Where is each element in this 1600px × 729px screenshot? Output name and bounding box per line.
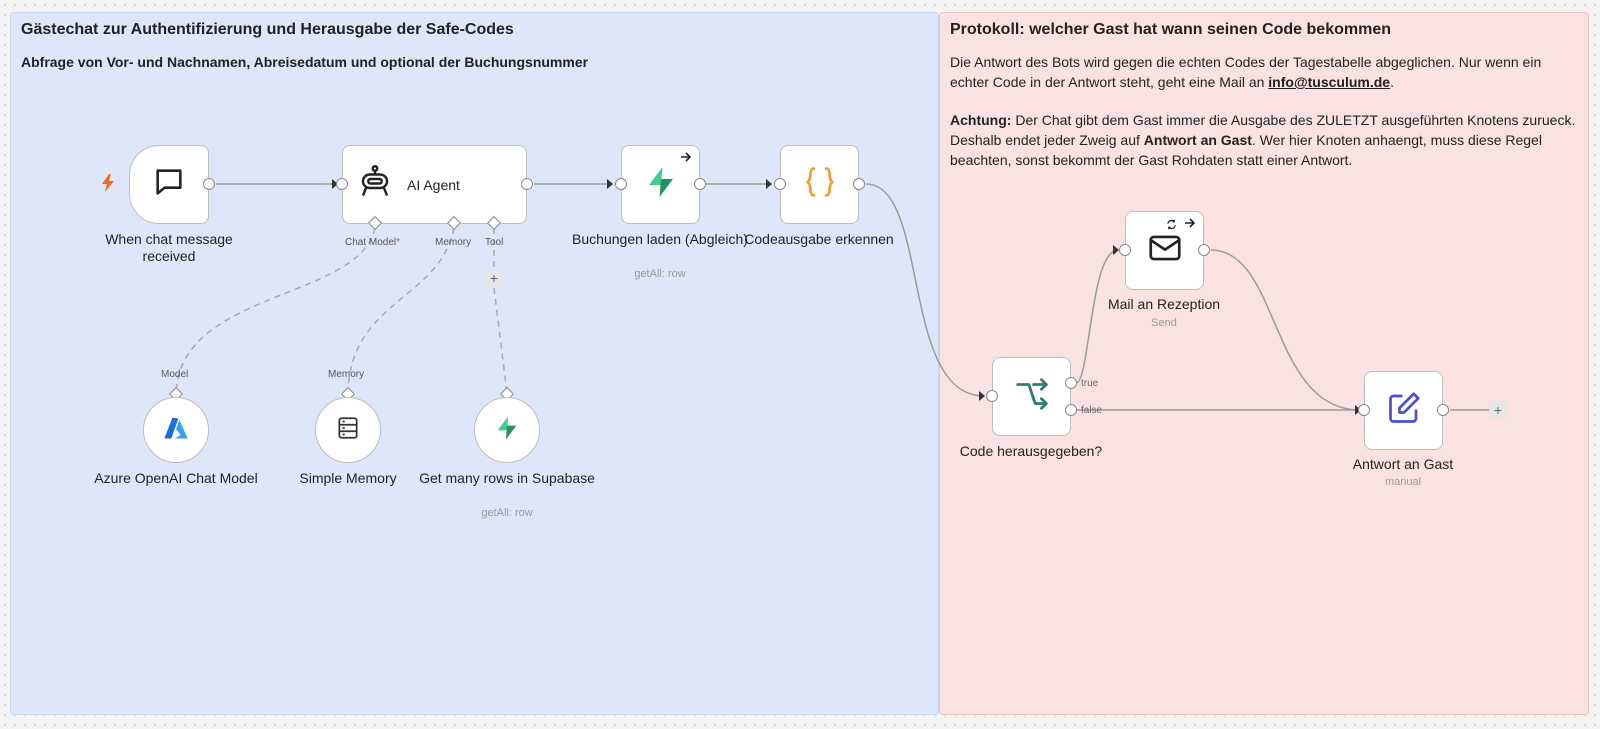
node-azure-openai[interactable] xyxy=(143,397,209,463)
port-label-memory: Memory xyxy=(435,237,472,248)
add-tool-button[interactable]: + xyxy=(485,269,503,287)
node-if-code-herausgegeben[interactable] xyxy=(992,357,1071,436)
connection-mail-antwort xyxy=(1210,249,1361,411)
node-label: Codeausgabe erkennen xyxy=(744,231,894,247)
sticky-note-right[interactable]: Protokoll: welcher Gast hat wann seinen … xyxy=(939,12,1589,715)
node-buchungen-laden[interactable] xyxy=(621,145,700,224)
node-supabase-tool[interactable] xyxy=(474,397,540,463)
sticky-right-title: Protokoll: welcher Gast hat wann seinen … xyxy=(950,21,1391,38)
output-port[interactable] xyxy=(521,178,533,190)
required-mark: * xyxy=(396,237,401,248)
retry-icon xyxy=(1166,217,1177,235)
input-port[interactable] xyxy=(615,178,627,190)
arrow-right-icon xyxy=(680,150,692,168)
mail-icon xyxy=(1146,229,1184,272)
node-label: Code herausgegeben? xyxy=(959,443,1103,459)
node-label: Antwort an Gast xyxy=(1352,456,1454,472)
arrow-head xyxy=(979,391,985,401)
node-label: Mail an Rezeption xyxy=(1107,296,1221,312)
output-port[interactable] xyxy=(694,178,706,190)
port-label-model: Model xyxy=(161,369,189,380)
output-port[interactable] xyxy=(1198,244,1210,256)
node-sublabel: Send xyxy=(1151,317,1177,329)
input-port[interactable] xyxy=(336,178,348,190)
output-port[interactable] xyxy=(203,178,215,190)
node-codeausgabe[interactable] xyxy=(780,145,859,224)
paragraph-text: . Wer hier Knoten anhaengt, muss diese R… xyxy=(950,132,1542,168)
node-mail-rezeption[interactable] xyxy=(1125,211,1204,290)
output-port-false[interactable] xyxy=(1065,404,1077,416)
branch-label-false: false xyxy=(1081,405,1103,416)
input-port[interactable] xyxy=(774,178,786,190)
output-port[interactable] xyxy=(853,178,865,190)
arrow-head xyxy=(607,179,613,189)
robot-icon xyxy=(357,164,393,205)
sticky-note-left[interactable]: Gästechat zur Authentifizierung und Hera… xyxy=(10,12,939,715)
paragraph-end: . xyxy=(1390,74,1394,90)
node-label: Get many rows in Supabase xyxy=(419,470,595,486)
port-label-memory-sub: Memory xyxy=(328,369,365,380)
input-port[interactable] xyxy=(1358,404,1370,416)
edit-icon xyxy=(1386,390,1422,431)
connection-tool-supabase xyxy=(493,287,508,394)
node-label: Azure OpenAI Chat Model xyxy=(94,470,258,486)
arrow-right-icon xyxy=(1184,216,1196,234)
branch-label-true: true xyxy=(1081,378,1099,389)
node-label: When chat message received xyxy=(105,231,233,264)
trigger-bolt-icon xyxy=(101,174,115,192)
email-link[interactable]: info@tusculum.de xyxy=(1268,74,1391,90)
node-chat-trigger[interactable] xyxy=(129,145,209,224)
connection-azure-model xyxy=(175,227,376,394)
database-icon xyxy=(335,415,361,446)
sticky-right-paragraph-1: Die Antwort des Bots wird gegen die echt… xyxy=(950,52,1570,92)
node-ai-agent[interactable]: AI Agent xyxy=(342,145,527,224)
warning-label: Achtung: xyxy=(950,112,1012,128)
sticky-left-subtitle: Abfrage von Vor- und Nachnamen, Abreised… xyxy=(21,54,589,70)
node-sublabel: manual xyxy=(1384,476,1422,488)
node-reference: Antwort an Gast xyxy=(1143,132,1252,148)
output-port[interactable] xyxy=(1437,404,1449,416)
supabase-icon xyxy=(493,414,521,447)
connection-if-mail xyxy=(1075,249,1119,384)
connection-memory xyxy=(347,227,455,394)
arrow-head xyxy=(1113,245,1119,255)
azure-icon xyxy=(162,414,190,447)
node-antwort-gast[interactable] xyxy=(1364,371,1443,450)
connection-codeausgabe-if xyxy=(865,183,985,397)
node-label: Buchungen laden (Abgleich) xyxy=(572,231,748,247)
node-simple-memory[interactable] xyxy=(315,397,381,463)
node-sublabel: getAll: row xyxy=(481,507,533,519)
chat-bubble-icon xyxy=(152,165,186,204)
arrow-head xyxy=(332,179,338,189)
sticky-right-paragraph-2: Achtung: Der Chat gibt dem Gast immer di… xyxy=(950,110,1576,170)
output-port-true[interactable] xyxy=(1065,377,1077,389)
supabase-icon xyxy=(643,164,679,205)
node-sublabel: getAll: row xyxy=(634,268,686,280)
branch-icon xyxy=(1013,375,1051,418)
port-label-tool: Tool xyxy=(485,237,504,248)
input-port[interactable] xyxy=(1119,244,1131,256)
add-node-button[interactable]: + xyxy=(1489,401,1507,419)
node-title: AI Agent xyxy=(407,176,460,193)
port-label-chat-model: Chat Model* xyxy=(345,237,400,248)
paragraph-text: Die Antwort des Bots wird gegen die echt… xyxy=(950,54,1542,90)
port-label-text: Chat Model xyxy=(345,237,397,248)
input-port[interactable] xyxy=(986,390,998,402)
node-label: Simple Memory xyxy=(299,470,397,486)
paragraph-text: Der Chat gibt dem Gast immer die Ausgabe… xyxy=(950,112,1576,148)
code-braces-icon xyxy=(802,164,838,205)
sticky-left-title: Gästechat zur Authentifizierung und Hera… xyxy=(21,21,514,38)
arrow-head xyxy=(766,179,772,189)
